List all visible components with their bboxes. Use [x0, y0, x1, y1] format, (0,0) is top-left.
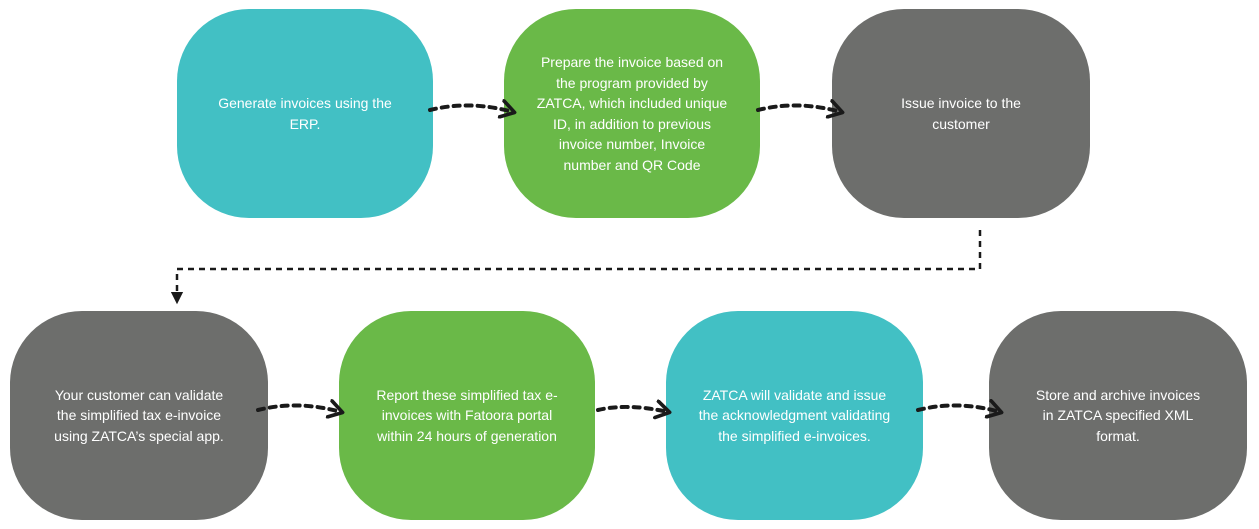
step-prepare-invoice: Prepare the invoice based on the program…: [504, 9, 760, 218]
step-prepare-invoice-label: Prepare the invoice based on the program…: [536, 54, 728, 173]
step-report-fatoora-label: Report these simplified tax e-invoices w…: [376, 386, 558, 444]
arrow-step2-to-step3: [756, 105, 841, 112]
step-issue-invoice: Issue invoice to the customer: [832, 9, 1090, 218]
arrow-step5-to-step6: [596, 407, 668, 412]
step-generate-invoices-label: Generate invoices using the ERP.: [218, 95, 392, 132]
step-zatca-validate-label: ZATCA will validate and issue the acknow…: [698, 386, 891, 444]
step-customer-validate-label: Your customer can validate the simplifie…: [54, 386, 224, 444]
step-store-archive: Store and archive invoices in ZATCA spec…: [989, 311, 1247, 520]
arrow-step3-to-step4: [170, 230, 982, 305]
arrow-step6-to-step7: [916, 405, 1000, 412]
arrow-step4-to-step5: [256, 405, 341, 412]
step-issue-invoice-label: Issue invoice to the customer: [901, 95, 1021, 132]
step-generate-invoices: Generate invoices using the ERP.: [177, 9, 433, 218]
step-report-fatoora: Report these simplified tax e-invoices w…: [339, 311, 595, 520]
arrow-step1-to-step2: [428, 105, 513, 112]
step-zatca-validate: ZATCA will validate and issue the acknow…: [666, 311, 923, 520]
step-store-archive-label: Store and archive invoices in ZATCA spec…: [1035, 386, 1201, 444]
step-customer-validate: Your customer can validate the simplifie…: [10, 311, 268, 520]
